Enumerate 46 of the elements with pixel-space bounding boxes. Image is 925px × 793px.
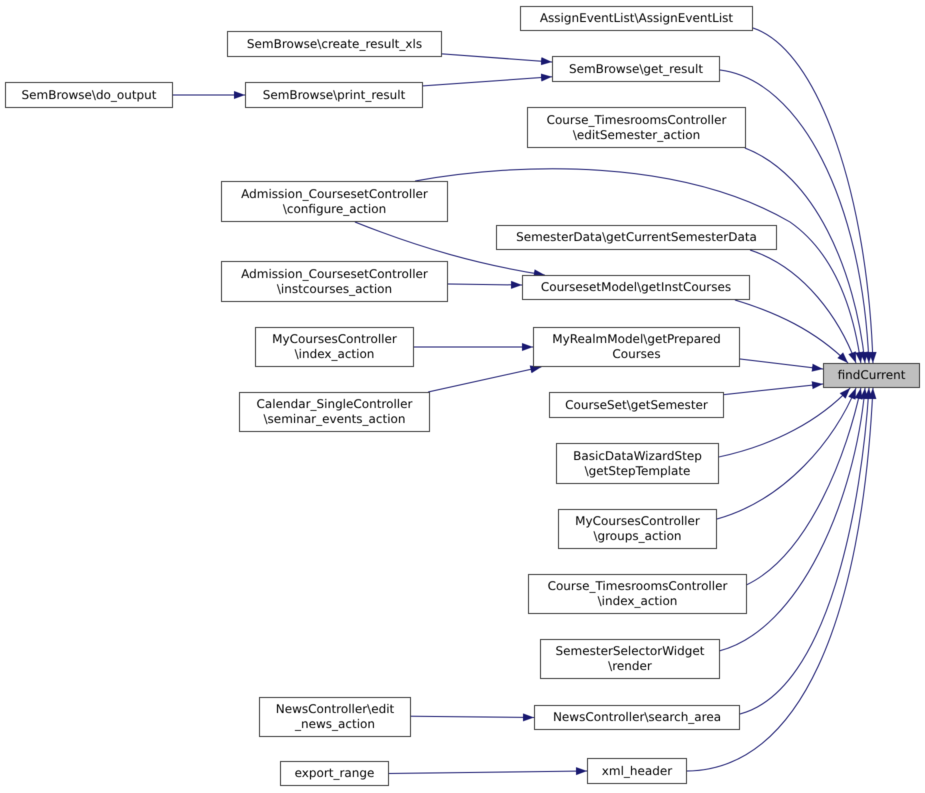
function-node: MyCoursesController \groups_action — [558, 509, 717, 549]
call-arrow — [414, 168, 864, 364]
call-arrow — [718, 388, 851, 458]
function-node: Course_TimesroomsController \index_action — [528, 574, 747, 614]
call-arrow — [734, 300, 849, 364]
function-node: Admission_CoursesetController \configure_action — [221, 181, 448, 222]
call-arrow — [388, 767, 588, 776]
call-arrow — [172, 91, 246, 99]
call-arrow — [744, 148, 868, 364]
function-node: SemBrowse\print_result — [245, 82, 423, 108]
function-node: CoursesetModel\getInstCourses — [522, 275, 750, 300]
function-node: findCurrent — [823, 363, 920, 388]
call-arrow — [686, 388, 876, 772]
function-node: AssignEventList\AssignEventList — [520, 6, 753, 31]
call-arrow — [448, 280, 522, 289]
function-node: NewsController\edit _news_action — [259, 697, 411, 737]
call-arrow — [740, 358, 824, 372]
call-arrow — [442, 53, 552, 66]
function-node: MyRealmModel\getPrepared Courses — [533, 327, 740, 367]
call-arrow — [752, 28, 876, 364]
call-arrow — [428, 365, 542, 392]
call-arrow — [740, 388, 872, 714]
function-node: CourseSet\getSemester — [549, 392, 724, 418]
function-node: Calendar_SingleController \seminar_events_action — [239, 392, 430, 432]
call-arrow — [354, 222, 546, 278]
function-node: SemBrowse\do_output — [5, 82, 173, 108]
function-node: SemesterSelectorWidget \render — [540, 639, 720, 679]
call-arrow — [718, 388, 868, 652]
function-node: SemBrowse\get_result — [552, 56, 720, 82]
call-arrow — [422, 74, 552, 86]
function-node: MyCoursesController \index_action — [255, 327, 414, 367]
function-node: SemBrowse\create_result_xls — [227, 31, 442, 57]
function-node: BasicDataWizardStep \getStepTemplate — [556, 443, 719, 484]
call-arrow — [414, 343, 534, 351]
function-node: xml_header — [587, 758, 687, 784]
call-arrow — [716, 388, 856, 520]
function-node: export_range — [280, 761, 389, 786]
call-arrow — [410, 713, 534, 722]
function-node: NewsController\search_area — [534, 705, 740, 730]
call-arrow — [750, 250, 856, 364]
call-arrow — [720, 70, 872, 364]
call-arrow — [724, 381, 824, 396]
function-node: SemesterData\getCurrentSemesterData — [496, 225, 777, 250]
function-node: Course_TimesroomsController \editSemester_action — [527, 107, 746, 148]
function-node: Admission_CoursesetController \instcourses_action — [221, 261, 448, 302]
call-arrow — [745, 388, 862, 586]
